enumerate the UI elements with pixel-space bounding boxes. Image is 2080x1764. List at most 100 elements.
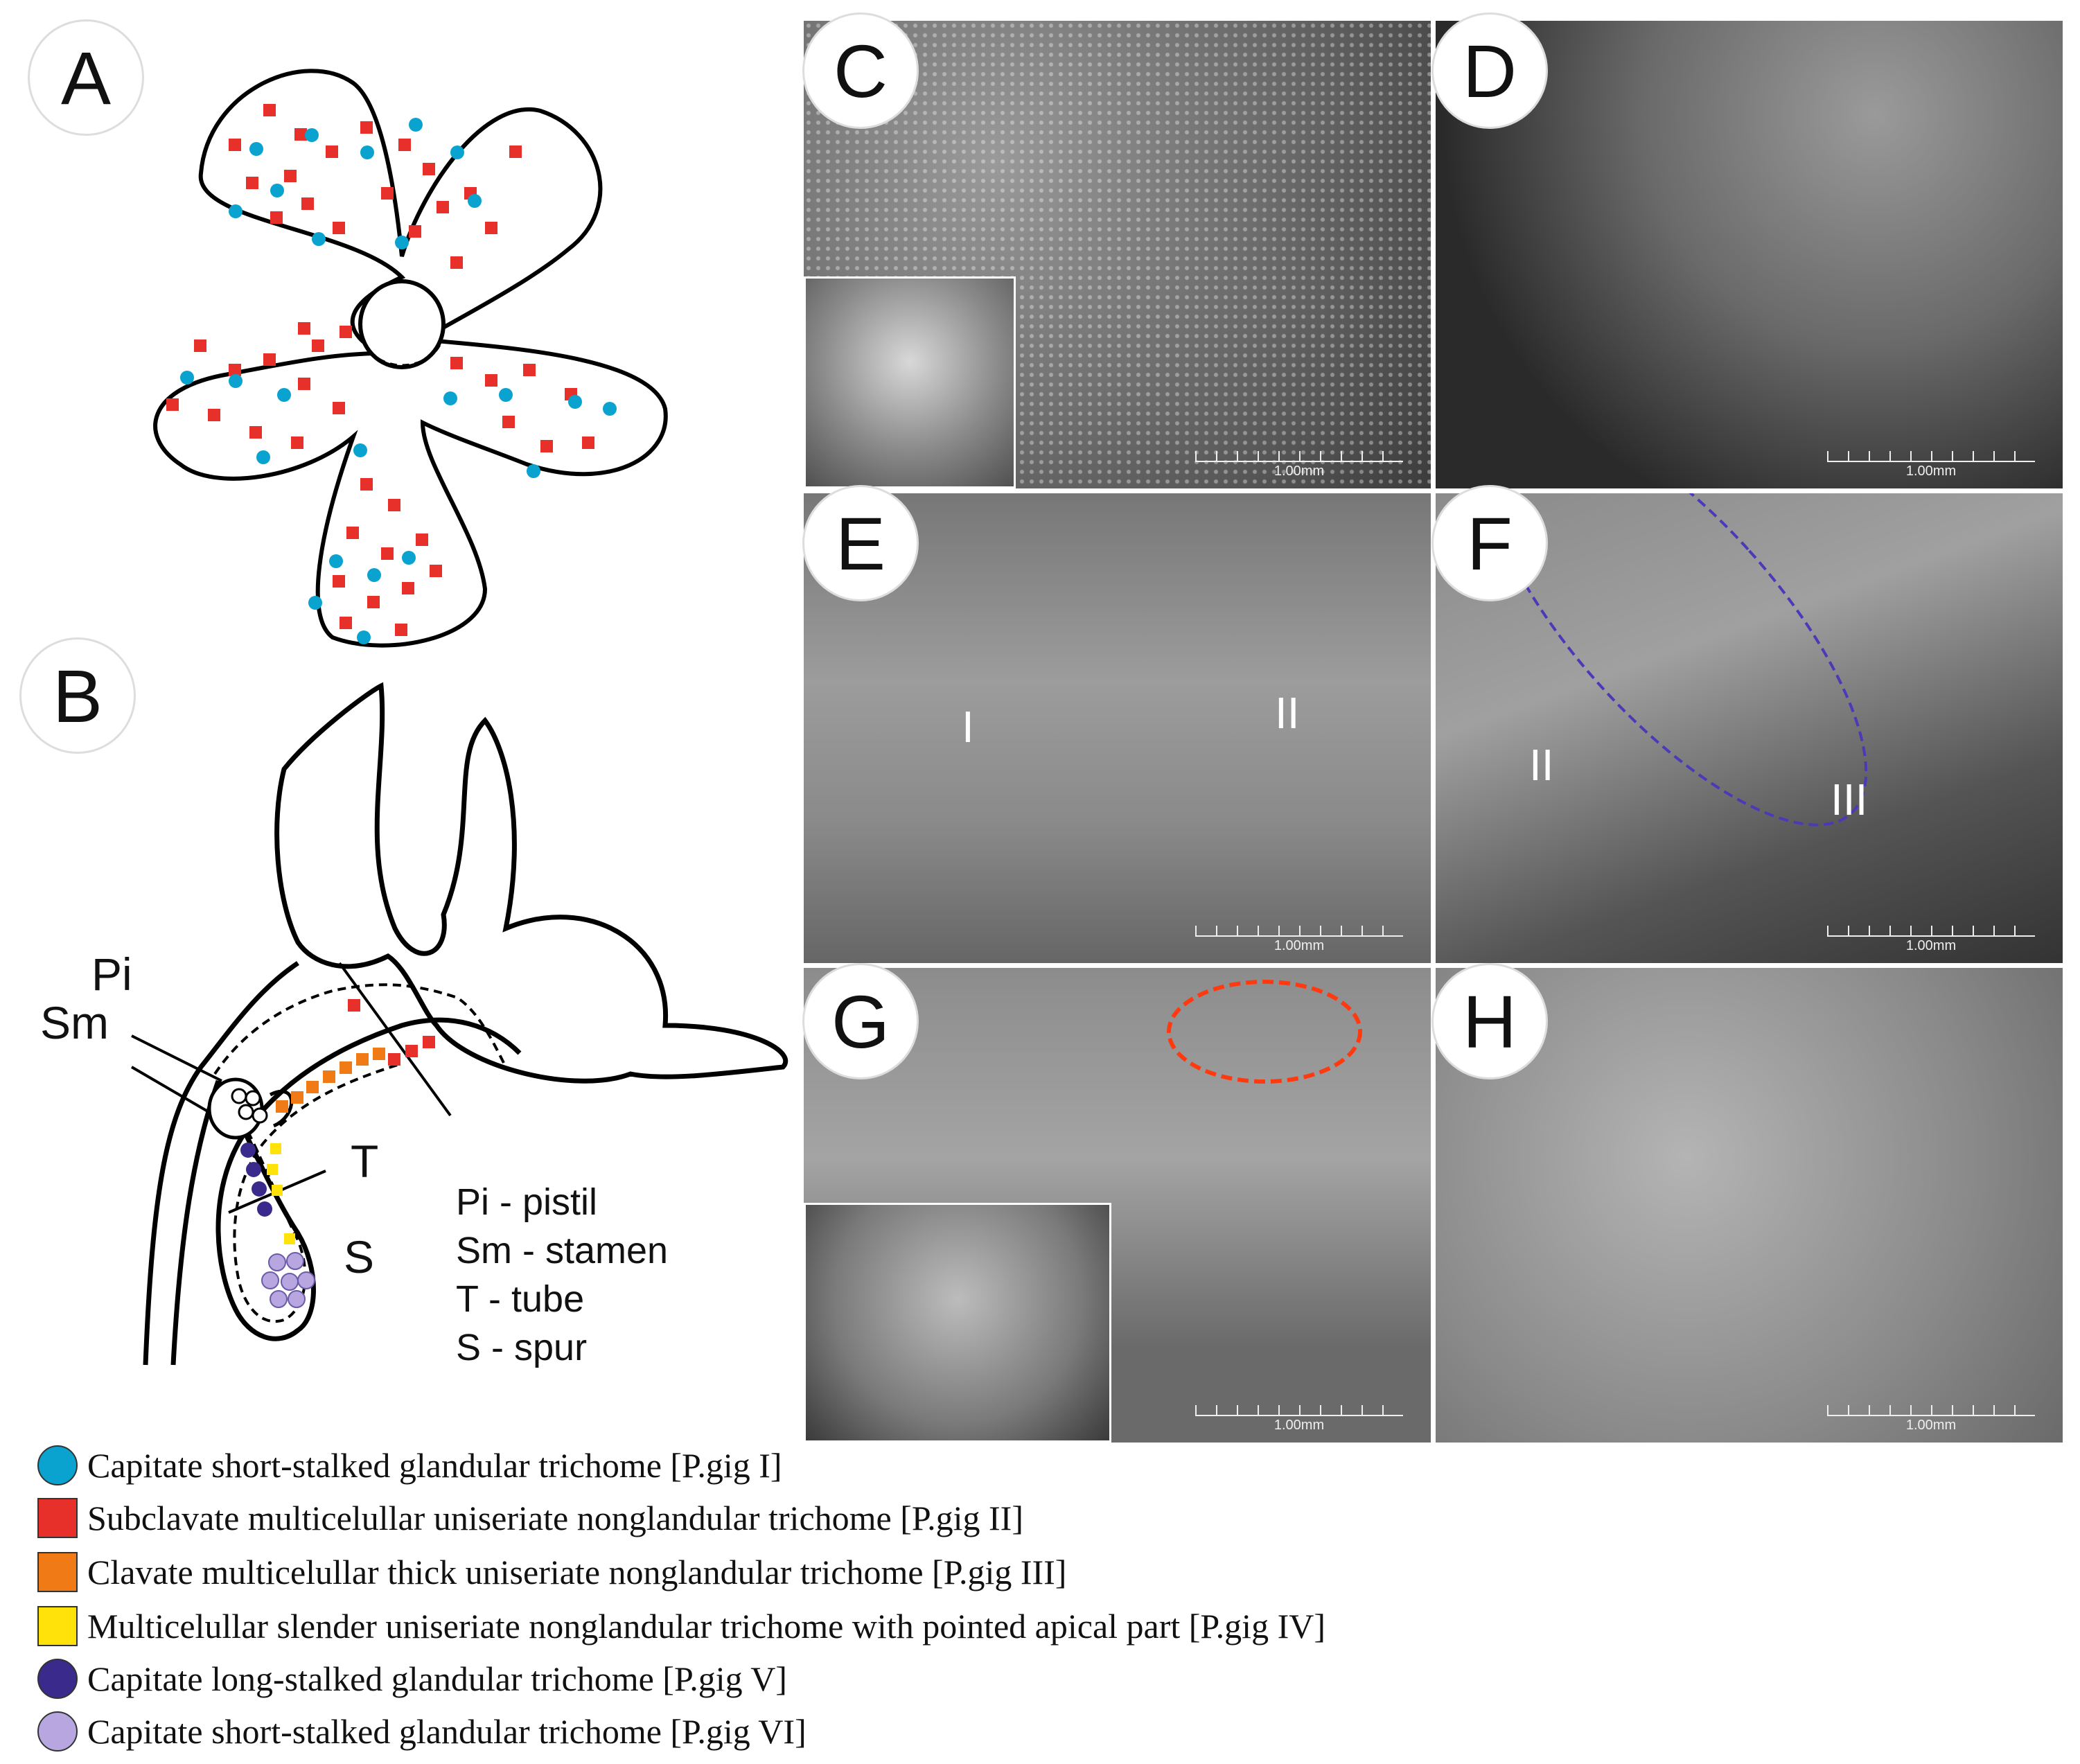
type-ii-marker — [409, 225, 421, 238]
scale-bar: 1.00mm — [1195, 926, 1403, 953]
type-ii-marker — [298, 378, 310, 390]
panel-label-h: H — [1431, 963, 1548, 1079]
type-ii-marker — [194, 339, 206, 352]
type-ii-marker — [348, 999, 360, 1012]
type-i-marker — [402, 551, 416, 565]
type-vi-marker — [288, 1290, 306, 1308]
type-i-marker — [256, 450, 270, 464]
type-ii-marker — [270, 211, 283, 224]
highlight-ellipse-g — [1167, 980, 1362, 1084]
type-iii-marker — [373, 1048, 385, 1060]
type-ii-marker — [405, 1045, 418, 1057]
key-pistil: Pi - pistil — [456, 1181, 598, 1223]
type-vi-marker — [286, 1252, 304, 1270]
type-i-marker — [499, 388, 513, 402]
roman-label-ii: II — [1529, 740, 1554, 790]
legend-item-type-iv: Multicelullar slender uniseriate nonglan… — [37, 1603, 1325, 1649]
type-ii-marker — [381, 187, 394, 200]
tube-boundary-line — [338, 962, 452, 1117]
tube-outer — [143, 961, 299, 1366]
type-ii-marker — [398, 139, 411, 151]
type-ii-marker — [360, 121, 373, 134]
scale-bar: 1.00mm — [1827, 451, 2035, 479]
type-i-marker — [360, 145, 374, 159]
type-iv-marker — [272, 1185, 283, 1196]
type-ii-marker — [298, 322, 310, 335]
type-i-marker — [395, 236, 409, 249]
sem-inset-c — [804, 276, 1016, 488]
scale-bar: 1.00mm — [1827, 1405, 2035, 1433]
type-iii-marker — [306, 1081, 319, 1093]
key-spur: S - spur — [456, 1327, 588, 1368]
type-i-marker — [450, 145, 464, 159]
type-i-marker — [357, 630, 371, 644]
type-ii-marker — [333, 575, 345, 588]
legend-label: Capitate short-stalked glandular trichom… — [87, 1446, 782, 1485]
panel-label-d: D — [1431, 12, 1548, 129]
highlight-ellipse-f — [1481, 493, 1868, 827]
corolla-section-diagram — [130, 682, 788, 1366]
spur-outline — [215, 1017, 522, 1341]
type-vi-marker — [268, 1253, 286, 1271]
type-ii-marker — [416, 533, 428, 546]
label-pi: Pi — [91, 949, 132, 1000]
legend-item-type-i: Capitate short-stalked glandular trichom… — [37, 1443, 782, 1488]
sem-inset-g — [804, 1203, 1111, 1443]
type-ii-marker — [246, 177, 258, 189]
panel-label-a: A — [28, 19, 144, 136]
type-i-marker — [180, 371, 194, 385]
type-i-marker — [527, 464, 540, 478]
legend-item-type-ii: Subclavate multicelullar uniseriate nong… — [37, 1495, 1023, 1541]
roman-label-ii: II — [1275, 688, 1300, 738]
type-ii-marker — [249, 426, 262, 439]
pistil — [207, 1077, 264, 1140]
type-ii-marker — [229, 139, 241, 151]
type-ii-marker — [381, 547, 394, 560]
type-iii-marker — [323, 1070, 335, 1083]
panel-label-f: F — [1431, 485, 1548, 601]
type-ii-marker — [263, 104, 276, 116]
trichome-markers-a — [166, 104, 617, 644]
type-i-marker — [312, 232, 326, 246]
pi-leader-line — [131, 1034, 222, 1082]
type-ii-marker — [485, 222, 497, 234]
type-iv-marker — [270, 1143, 281, 1154]
type-v-marker — [240, 1143, 256, 1158]
type-ii-marker — [523, 364, 536, 376]
type-ii-marker — [312, 339, 324, 352]
type-ii-marker — [333, 222, 345, 234]
type-ii-marker — [284, 170, 297, 182]
scale-bar: 1.00mm — [1827, 926, 2035, 953]
scale-bar: 1.00mm — [1195, 1405, 1403, 1433]
type-i-marker — [308, 596, 322, 610]
legend-swatch-square — [37, 1498, 78, 1538]
organ-key: Pi - pistil Sm - stamen T - tube S - spu… — [456, 1178, 668, 1372]
key-stamen: Sm - stamen — [456, 1230, 669, 1271]
label-sm: Sm — [40, 997, 109, 1048]
type-v-marker — [252, 1181, 267, 1197]
type-ii-marker — [301, 197, 314, 210]
legend-label: Capitate short-stalked glandular trichom… — [87, 1712, 807, 1751]
type-ii-marker — [450, 256, 463, 269]
type-iii-marker — [340, 1061, 352, 1074]
type-ii-marker — [423, 1036, 435, 1048]
upper-lip — [274, 682, 788, 1084]
type-i-marker — [277, 388, 291, 402]
type-ii-marker — [208, 409, 220, 421]
flower-outline — [153, 69, 668, 648]
type-ii-marker — [423, 163, 435, 175]
legend-swatch-circle — [37, 1659, 78, 1699]
type-i-marker — [229, 204, 243, 218]
type-ii-marker — [333, 402, 345, 414]
type-i-marker — [305, 128, 319, 142]
type-i-marker — [270, 184, 284, 197]
type-iv-marker — [267, 1164, 278, 1175]
type-ii-marker — [582, 436, 594, 449]
type-ii-marker — [166, 398, 179, 411]
panel-label-e: E — [802, 485, 919, 601]
roman-label-iii: III — [1831, 775, 1868, 824]
type-iii-marker — [291, 1091, 303, 1104]
sem-panel-g: 1.00mm — [804, 968, 1431, 1443]
legend-swatch-circle — [37, 1711, 78, 1752]
type-ii-marker — [294, 128, 307, 141]
